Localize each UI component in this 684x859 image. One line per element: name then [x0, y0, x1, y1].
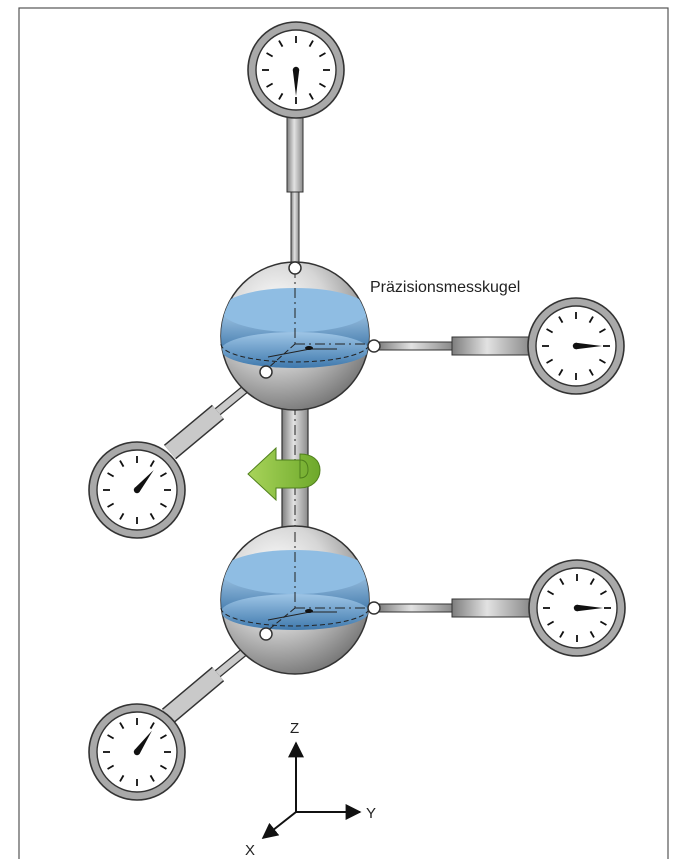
contact-point-right-lower: [367, 601, 381, 615]
z-axis-label: Z: [290, 720, 299, 737]
y-axis-label: Y: [366, 805, 376, 822]
right-gauge-stem-upper: [451, 336, 531, 356]
dial-gauge-icon: [247, 21, 345, 119]
contact-point-right-upper: [367, 339, 381, 353]
dial-gauge-icon: [88, 441, 186, 539]
right-gauge-rod-lower: [377, 603, 453, 613]
dial-gauge-icon: [527, 297, 625, 395]
rotation-arrow-icon: [247, 446, 321, 502]
x-axis-arrow: [261, 811, 297, 839]
contact-point-diagonal-lower: [259, 627, 273, 641]
precision-sphere-lower-icon: [220, 525, 375, 675]
sphere-label: Präzisionsmesskugel: [370, 279, 520, 296]
x-axis-label: X: [245, 842, 255, 859]
top-gauge-stem: [286, 111, 304, 193]
contact-point-diagonal-upper: [259, 365, 273, 379]
coordinate-axes: Z Y X: [245, 720, 376, 859]
right-gauge-stem-lower: [451, 598, 531, 618]
contact-point-top: [288, 261, 302, 275]
dial-gauge-icon: [88, 703, 186, 801]
figure-frame: [18, 7, 669, 859]
top-gauge-rod: [290, 191, 300, 269]
right-gauge-rod-upper: [377, 341, 453, 351]
precision-sphere-icon: [220, 261, 375, 411]
dial-gauge-icon: [528, 559, 626, 657]
diagonal-gauge-arm-lower: [161, 630, 269, 724]
